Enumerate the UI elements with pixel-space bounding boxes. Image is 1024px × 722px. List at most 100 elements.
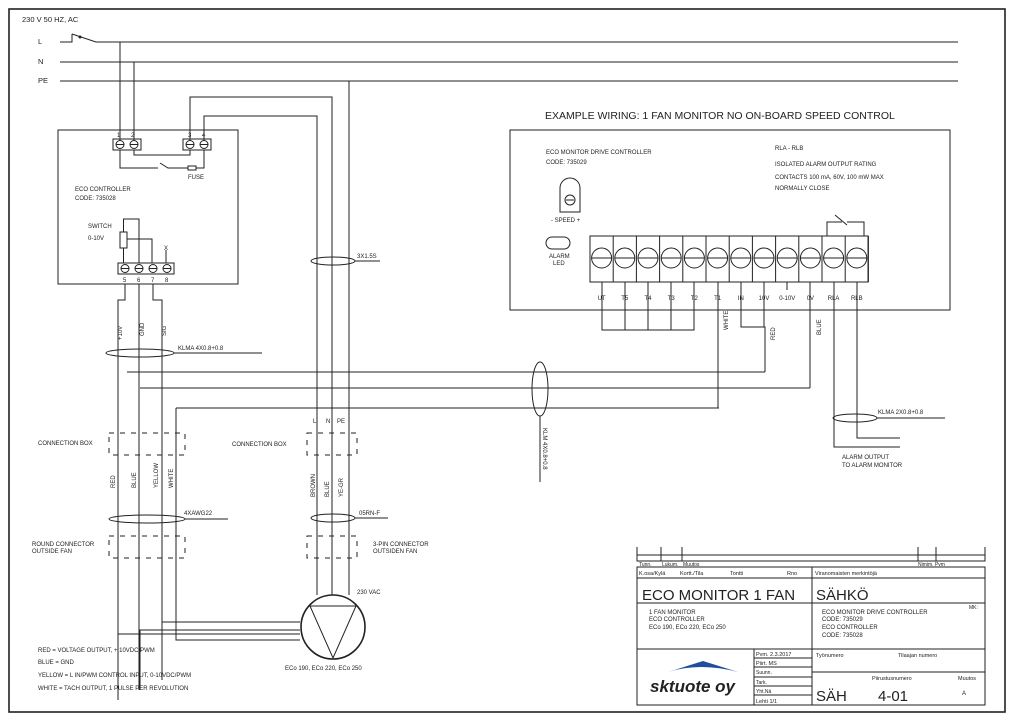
- alarm-led-icon: [545, 236, 571, 250]
- cable-label: KLMA 2X0.8+0.8: [878, 410, 924, 416]
- label-sig: SIG: [162, 325, 168, 336]
- drawing-frame: [8, 8, 1006, 713]
- terminal-label: T3: [668, 296, 676, 302]
- svg-text:Piirt. MS: Piirt. MS: [756, 661, 777, 667]
- supply-lines: [60, 33, 958, 595]
- 3-pin-connector-label: 3-PIN CONNECTOR: [373, 542, 429, 548]
- line-N-label: N: [38, 57, 43, 66]
- svg-text:Viranomaisten merkintöjä: Viranomaisten merkintöjä: [815, 571, 878, 577]
- label-gnd: GND: [140, 322, 146, 336]
- terminal-label: T2: [691, 296, 699, 302]
- svg-text:ECO CONTROLLER: ECO CONTROLLER: [649, 617, 705, 623]
- cable-label: KLM 4X0.8+0.8: [541, 428, 547, 470]
- round-connector-label: OUTSIDE FAN: [32, 549, 72, 555]
- svg-text:3: 3: [188, 133, 192, 139]
- svg-text:Kortt./Tila: Kortt./Tila: [680, 571, 704, 577]
- svg-text:K.osa/Kylä: K.osa/Kylä: [639, 571, 666, 577]
- N-label: N: [326, 419, 330, 425]
- title-block: Tunn. Lukum. Muutos Nimim. Pvm K.osa/Kyl…: [636, 547, 986, 706]
- 3-pin-connector: [306, 535, 358, 559]
- cable-05rn-f: [310, 513, 356, 523]
- svg-text:ALARM: ALARM: [549, 254, 570, 260]
- svg-text:Pvm. 2.3.2017: Pvm. 2.3.2017: [756, 652, 791, 658]
- connection-box-2: [306, 432, 358, 456]
- connection-box-1-label: CONNECTION BOX: [38, 441, 93, 447]
- svg-text:RLA - RLB: RLA - RLB: [775, 146, 803, 152]
- white-wire: [175, 408, 300, 641]
- legend-item: RED = VOLTAGE OUTPUT, + 10VDC/PWM: [38, 648, 155, 654]
- wire-label: YE-GR: [339, 477, 345, 497]
- svg-text:ECo 190, ECo 220, ECo 250: ECo 190, ECo 220, ECo 250: [649, 625, 726, 631]
- svg-text:Nimim. Pvm: Nimim. Pvm: [918, 562, 945, 568]
- legend-item: WHITE = TACH OUTPUT, 1 PULSE PER REVOLUT…: [38, 686, 188, 692]
- cable-label: 4XAWG22: [184, 511, 213, 517]
- potentiometer-icon: [119, 231, 128, 249]
- svg-text:ISOLATED ALARM OUTPUT RATING: ISOLATED ALARM OUTPUT RATING: [775, 162, 877, 168]
- fan-models: ECo 190, ECo 220, ECo 250: [285, 666, 362, 672]
- svg-text:0-10V: 0-10V: [88, 236, 104, 242]
- speed-knob-icon[interactable]: [559, 177, 581, 213]
- cable-label: 3X1.5S: [357, 254, 377, 260]
- svg-text:Tark.: Tark.: [756, 680, 767, 686]
- cable-3x1.5s: [310, 256, 356, 266]
- svg-text:ECO MONITOR DRIVE CONTROLLER: ECO MONITOR DRIVE CONTROLLER: [822, 610, 928, 616]
- wire-label: YELLOW: [154, 463, 160, 488]
- alarm-output-label: TO ALARM MONITOR: [842, 463, 903, 469]
- svg-text:FUSE: FUSE: [188, 175, 204, 181]
- wire-label: BLUE: [325, 481, 331, 497]
- cable-klma-4x: [105, 348, 175, 358]
- wire-label: BLUE: [817, 319, 823, 335]
- cable-4xawg22: [108, 514, 186, 524]
- svg-text:Työnumero: Työnumero: [816, 653, 844, 659]
- svg-text:- SPEED +: - SPEED +: [551, 218, 581, 224]
- svg-text:CODE: 735028: CODE: 735028: [822, 633, 863, 639]
- svg-text:Muutos: Muutos: [683, 562, 700, 568]
- connection-box-2-label: CONNECTION BOX: [232, 442, 287, 448]
- alarm-output-label: ALARM OUTPUT: [842, 455, 889, 461]
- svg-text:MK:: MK:: [969, 605, 978, 611]
- svg-text:Muutos: Muutos: [958, 676, 976, 682]
- 3-pin-connector-label: OUTSIDEN FAN: [373, 549, 417, 555]
- wire-label: RED: [111, 475, 117, 488]
- fuse-icon: [187, 165, 197, 171]
- svg-text:SÄHKÖ: SÄHKÖ: [816, 586, 869, 604]
- svg-text:CODE: 735028: CODE: 735028: [75, 196, 116, 202]
- drive-controller-box: ECO MONITOR DRIVE CONTROLLER CODE: 73502…: [509, 129, 951, 311]
- line-PE-label: PE: [38, 76, 48, 85]
- svg-text:4-01: 4-01: [878, 688, 908, 705]
- svg-text:CODE: 735029: CODE: 735029: [822, 617, 863, 623]
- svg-text:X: X: [164, 246, 168, 252]
- svg-text:8: 8: [165, 278, 169, 284]
- svg-text:Lehti 1/1: Lehti 1/1: [756, 699, 777, 705]
- svg-text:Suunn.: Suunn.: [756, 670, 772, 676]
- round-connector-label: ROUND CONNECTOR: [32, 542, 95, 548]
- svg-text:ECO CONTROLLER: ECO CONTROLLER: [822, 625, 878, 631]
- signal-runs: [127, 371, 810, 409]
- svg-text:A: A: [962, 691, 966, 697]
- svg-text:7: 7: [151, 278, 155, 284]
- svg-text:6: 6: [137, 278, 141, 284]
- legend-item: BLUE = GND: [38, 660, 75, 666]
- svg-text:CONTACTS 100 mA, 60V, 100 mW M: CONTACTS 100 mA, 60V, 100 mW MAX: [775, 175, 884, 181]
- svg-text:ECO MONITOR DRIVE CONTROLLER: ECO MONITOR DRIVE CONTROLLER: [546, 150, 652, 156]
- svg-text:2: 2: [131, 133, 135, 139]
- svg-text:SWITCH: SWITCH: [88, 224, 112, 230]
- svg-text:LED: LED: [553, 261, 565, 267]
- label-10v: +10V: [118, 326, 124, 340]
- terminal-label: 0-10V: [779, 296, 795, 302]
- cable-klma-2x: [832, 413, 878, 423]
- wire-label: WHITE: [169, 469, 175, 488]
- svg-text:Rno: Rno: [787, 571, 797, 577]
- svg-text:Yht.Nä: Yht.Nä: [756, 689, 772, 695]
- svg-text:5: 5: [123, 278, 127, 284]
- example-title: EXAMPLE WIRING: 1 FAN MONITOR NO ON-BOAR…: [545, 110, 895, 122]
- cable-label: KLMA 4X0.8+0.8: [178, 346, 224, 352]
- svg-text:SÄH: SÄH: [816, 688, 847, 705]
- cable-label: 05RN-F: [359, 511, 380, 517]
- eco-controller-box: 1 2 3 4 FUSE ECO CONTROLLER CODE: 735028…: [57, 129, 239, 285]
- svg-text:NORMALLY CLOSE: NORMALLY CLOSE: [775, 186, 829, 192]
- svg-text:ECO CONTROLLER: ECO CONTROLLER: [75, 187, 131, 193]
- svg-text:Lukum.: Lukum.: [662, 562, 678, 568]
- fan-motor-icon: [300, 594, 366, 660]
